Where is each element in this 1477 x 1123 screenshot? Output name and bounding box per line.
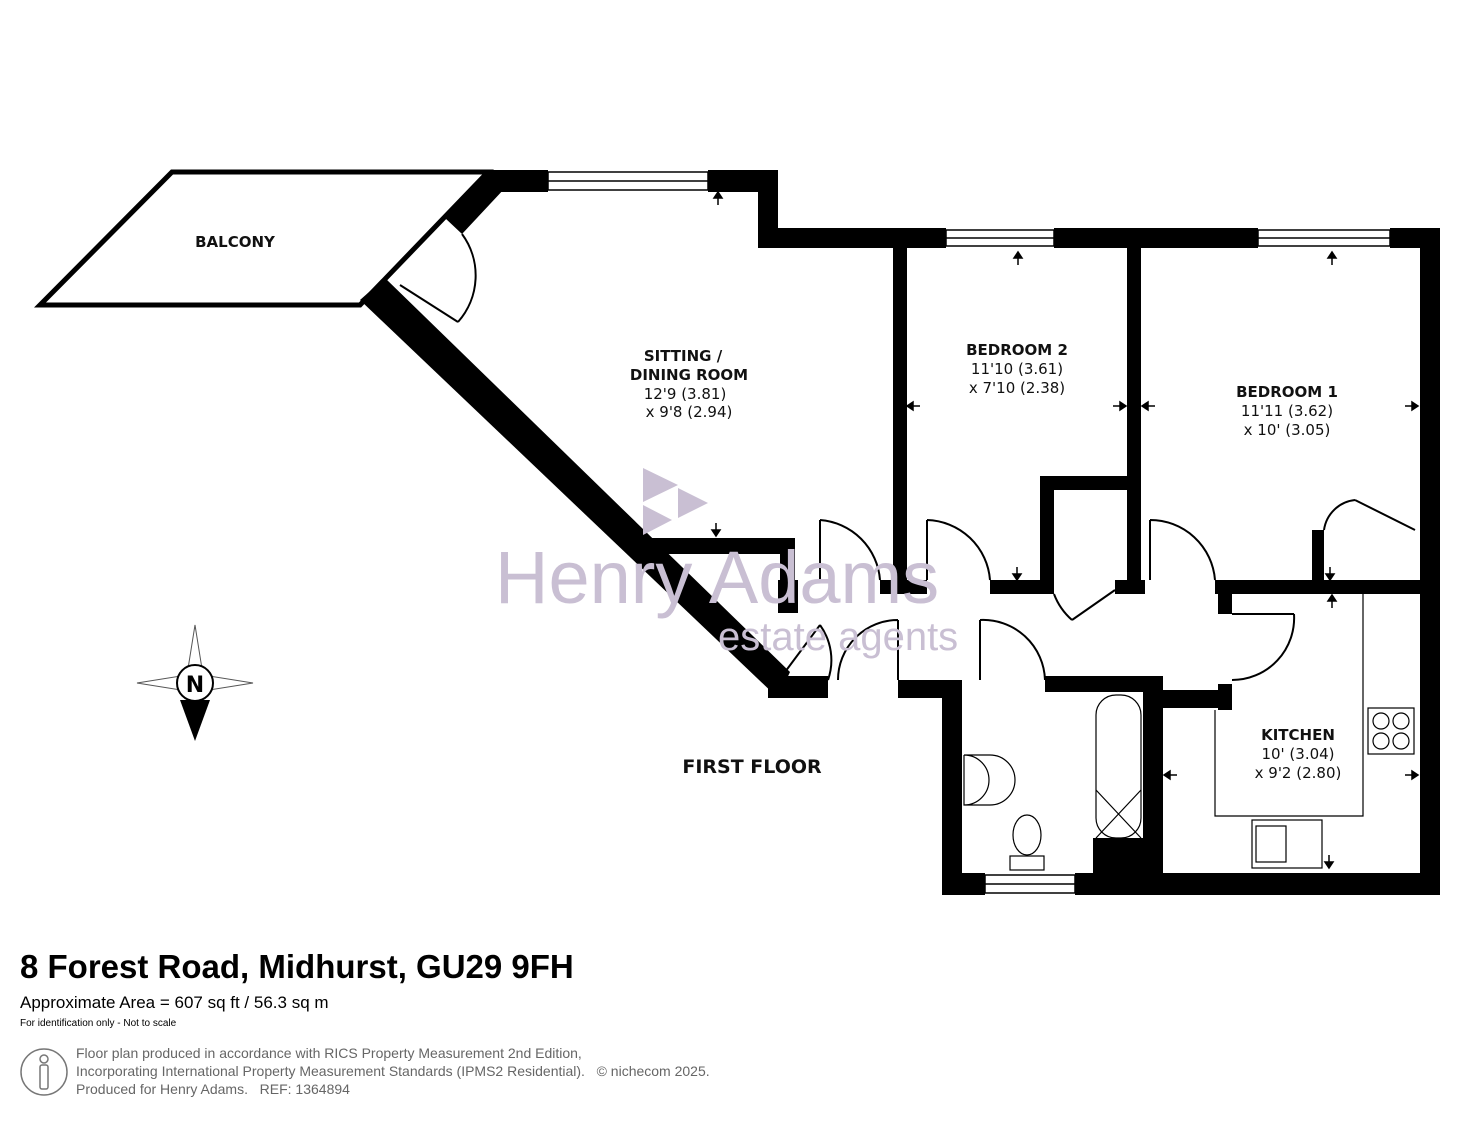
room-sitting-dim1: 12'9 (3.81) [644,385,727,403]
balcony-outline [33,169,494,308]
windows [547,171,1391,894]
identification-note: For identification only - Not to scale [20,1018,177,1029]
watermark-logo-icon [643,505,672,535]
dimension-arrows [710,190,1420,870]
credit-line-1: Floor plan produced in accordance with R… [76,1045,582,1061]
hob-icon [1367,707,1415,755]
floor-plan: BALCONY SITTING / DINING ROOM 12'9 (3.81… [33,169,1440,895]
watermark-tagline: estate agents [718,615,958,659]
watermark-logo-icon [643,468,678,502]
watermark: Henry Adams estate agents [495,468,958,659]
credits: Floor plan produced in accordance with R… [76,1044,710,1098]
room-sitting-dim2: x 9'8 (2.94) [646,403,733,421]
toilet-icon [1012,814,1042,856]
fixtures [963,594,1415,871]
credit-line-3: Produced for Henry Adams. REF: 1364894 [76,1081,350,1097]
room-bedroom2-name: BEDROOM 2 [966,341,1068,359]
compass-icon: N [136,624,254,741]
room-bedroom1-name: BEDROOM 1 [1236,383,1338,401]
bath-icon [1095,694,1142,839]
room-kitchen-dim2: x 9'2 (2.80) [1255,764,1342,782]
approximate-area: Approximate Area = 607 sq ft / 56.3 sq m [20,993,329,1012]
room-bedroom2-dim1: 11'10 (3.61) [971,360,1063,378]
watermark-brand: Henry Adams [495,536,939,619]
room-bedroom1-dim1: 11'11 (3.62) [1241,402,1333,420]
compass-letter: N [186,673,204,698]
walls [360,170,1440,895]
room-kitchen-dim1: 10' (3.04) [1261,745,1334,763]
room-sitting-name-2: DINING ROOM [630,366,748,384]
sink-icon [1251,819,1323,869]
room-bedroom2-dim2: x 7'10 (2.38) [969,379,1065,397]
room-sitting-name: SITTING / [644,347,723,365]
credit-line-2: Incorporating International Property Mea… [76,1063,710,1079]
floor-label: FIRST FLOOR [682,756,822,778]
basin-icon [963,754,1016,806]
room-balcony-name: BALCONY [195,233,276,251]
property-address: 8 Forest Road, Midhurst, GU29 9FH [20,948,574,985]
room-bedroom1-dim2: x 10' (3.05) [1244,421,1331,439]
person-scale-icon [20,1048,68,1096]
watermark-logo-icon [678,488,708,518]
room-kitchen-name: KITCHEN [1261,726,1335,744]
doors [399,233,1416,682]
